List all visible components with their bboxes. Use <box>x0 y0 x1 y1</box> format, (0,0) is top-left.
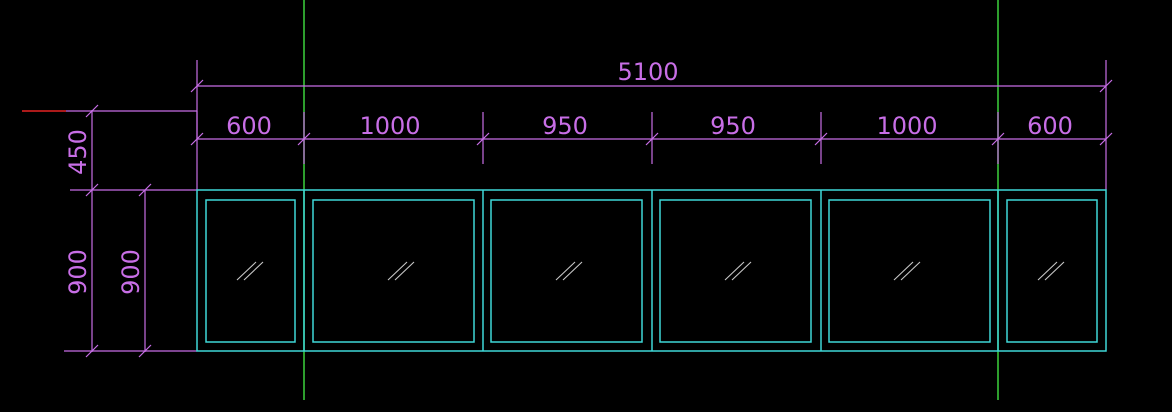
glass-pane-3 <box>490 199 643 343</box>
left-outer-total-label: 450 <box>64 129 92 175</box>
glass-pane-5 <box>828 199 991 343</box>
glass-hatch-5 <box>893 261 921 281</box>
segment-dim-label-6: 600 <box>1027 112 1073 140</box>
glass-panes <box>205 199 1098 343</box>
glass-pane-1 <box>205 199 296 343</box>
glass-hatch-symbols <box>236 261 1065 281</box>
overall-width-label: 5100 <box>617 58 678 86</box>
left-dimensions <box>64 104 198 358</box>
left-outer-window-label: 900 <box>64 249 92 295</box>
segment-dim-label-3: 950 <box>542 112 588 140</box>
glass-hatch-1 <box>236 261 264 281</box>
segment-dim-label-4: 950 <box>710 112 756 140</box>
glass-pane-6 <box>1006 199 1098 343</box>
segment-dimension-chain <box>190 112 1113 164</box>
glass-pane-2 <box>312 199 475 343</box>
window-frame <box>196 189 1107 352</box>
glass-hatch-6 <box>1037 261 1065 281</box>
glass-pane-4 <box>659 199 812 343</box>
segment-dim-label-5: 1000 <box>876 112 937 140</box>
glass-hatch-2 <box>387 261 415 281</box>
segment-dim-label-2: 1000 <box>359 112 420 140</box>
left-inner-window-label: 900 <box>117 249 145 295</box>
glass-hatch-4 <box>724 261 752 281</box>
glass-hatch-3 <box>555 261 583 281</box>
segment-dim-label-1: 600 <box>226 112 272 140</box>
